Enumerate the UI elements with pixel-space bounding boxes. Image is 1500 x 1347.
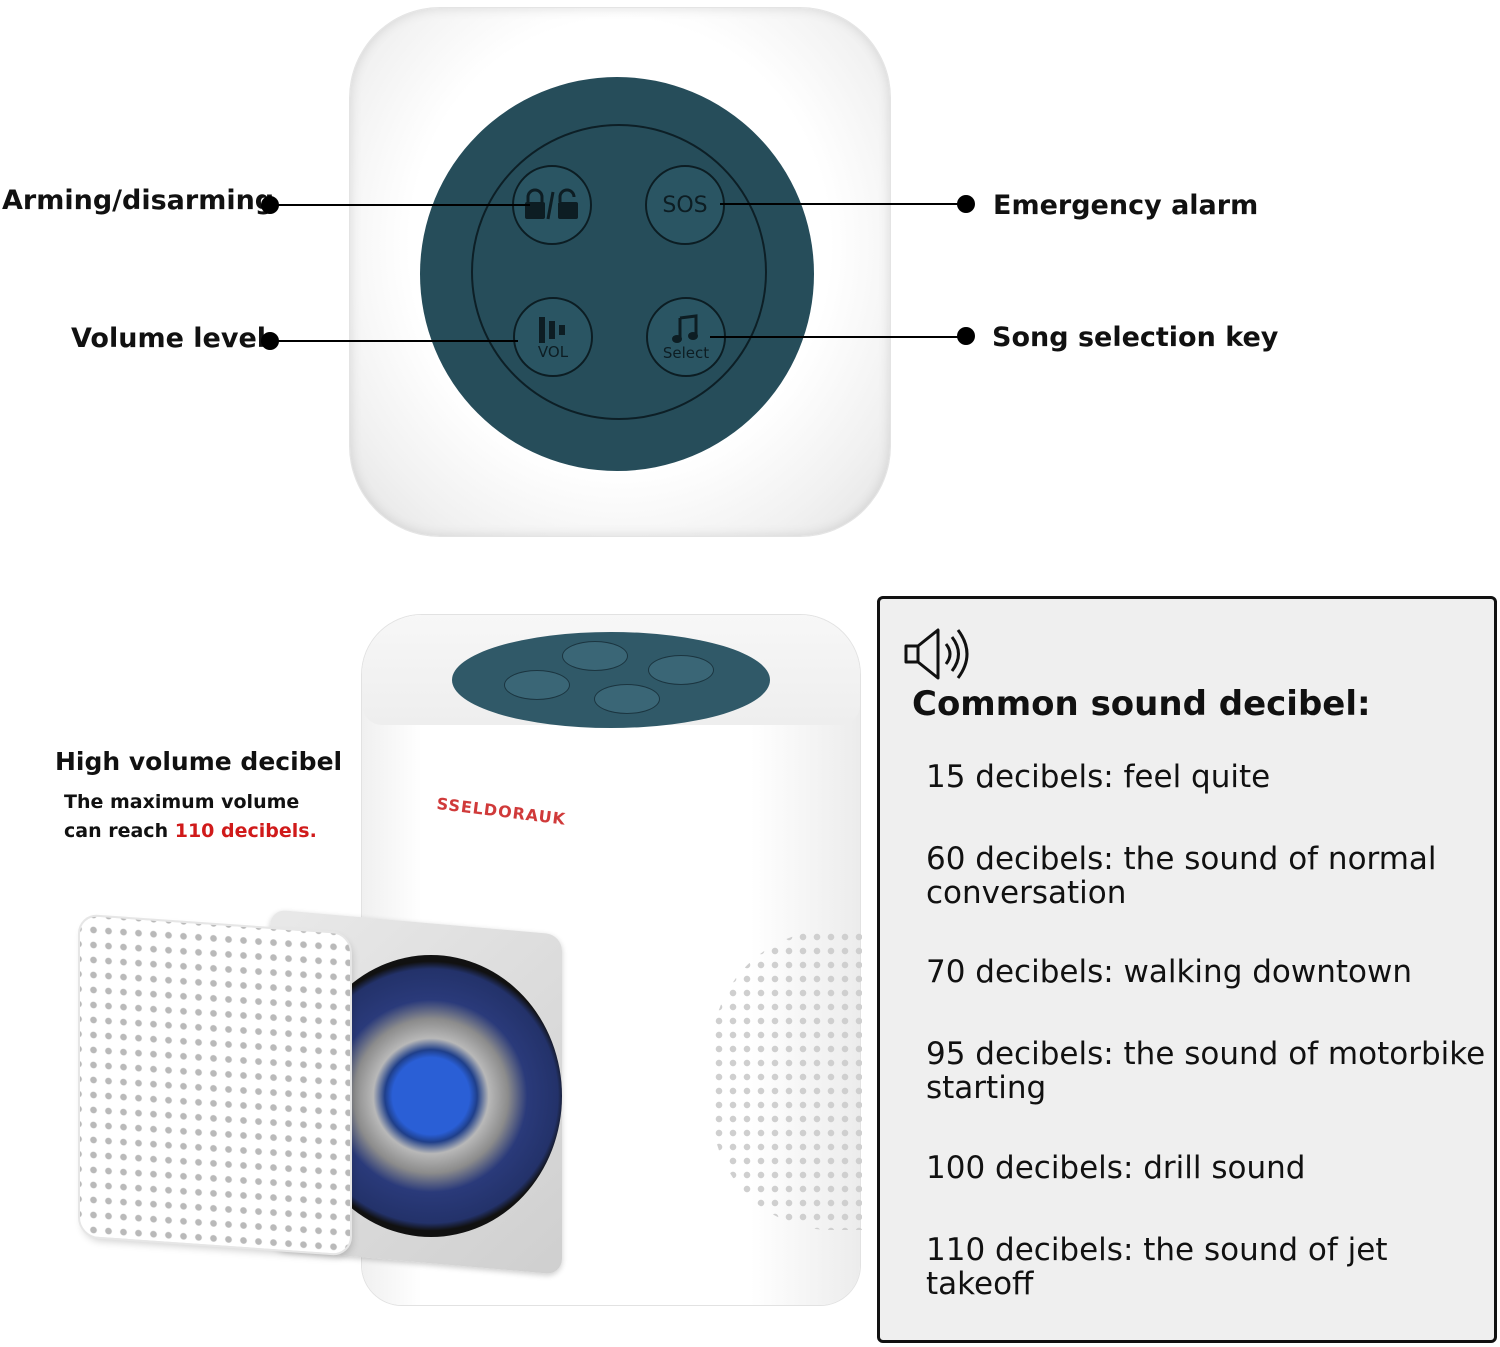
callout-dot-emergency (957, 195, 975, 213)
leader-line-song (710, 336, 960, 338)
callout-dot-volume (261, 332, 279, 350)
callout-song: Song selection key (992, 322, 1279, 353)
callout-arming: Arming/disarming (2, 185, 275, 216)
keypad-button (562, 641, 628, 671)
callout-volume: Volume level (71, 323, 267, 354)
lock-unlock-icon (525, 188, 578, 220)
leader-line-emergency (720, 203, 960, 205)
speaker-sound-icon (904, 628, 969, 680)
high-volume-title: High volume decibel (55, 747, 343, 776)
vol-label: VOL (537, 342, 569, 361)
decibel-info-box (877, 596, 1497, 1343)
decibel-item: 15 decibels: feel quite (926, 759, 1271, 795)
max-volume-value: 110 decibels. (174, 820, 317, 842)
callout-emergency: Emergency alarm (993, 190, 1259, 221)
side-speaker-grille (712, 930, 862, 1230)
leader-line-volume (278, 340, 518, 342)
removed-grille-cover (80, 915, 350, 1255)
callout-dot-song (957, 327, 975, 345)
select-label: Select (662, 343, 710, 362)
decibel-item: 110 decibels: the sound of jet takeoff (926, 1232, 1388, 1302)
max-volume-prefix: can reach (64, 820, 169, 842)
sos-key[interactable]: SOS (645, 165, 725, 245)
volume-key[interactable]: VOL (513, 297, 593, 377)
control-panel-ring (471, 124, 767, 420)
sos-label: SOS (662, 192, 708, 218)
decibel-heading: Common sound decibel: (912, 684, 1371, 724)
decibel-item: 70 decibels: walking downtown (926, 954, 1412, 990)
max-volume-line-2: can reach 110 decibels. (64, 820, 317, 842)
volume-bars-icon (539, 316, 565, 343)
music-note-icon (672, 313, 698, 343)
decibel-item: 100 decibels: drill sound (926, 1150, 1306, 1186)
decibel-item: 95 decibels: the sound of motorbike star… (926, 1036, 1486, 1106)
leader-line-arming (278, 204, 530, 206)
callout-dot-arming (261, 196, 279, 214)
keypad-button (648, 655, 714, 685)
decibel-item: 60 decibels: the sound of normal convers… (926, 841, 1437, 911)
keypad-button (504, 670, 570, 700)
max-volume-line-1: The maximum volume (64, 791, 300, 813)
keypad-button (594, 684, 660, 714)
